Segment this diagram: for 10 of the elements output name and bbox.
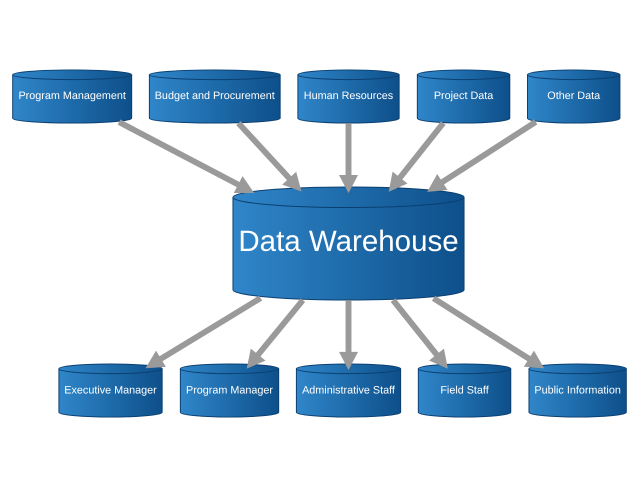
arrow [339,123,358,194]
arrow [427,119,538,192]
arrow [388,121,446,192]
arrow [146,296,262,368]
arrow [246,298,306,369]
arrow [339,300,358,370]
arrow [236,121,302,192]
arrow [390,298,448,369]
arrow [118,119,254,194]
arrow [432,296,544,368]
